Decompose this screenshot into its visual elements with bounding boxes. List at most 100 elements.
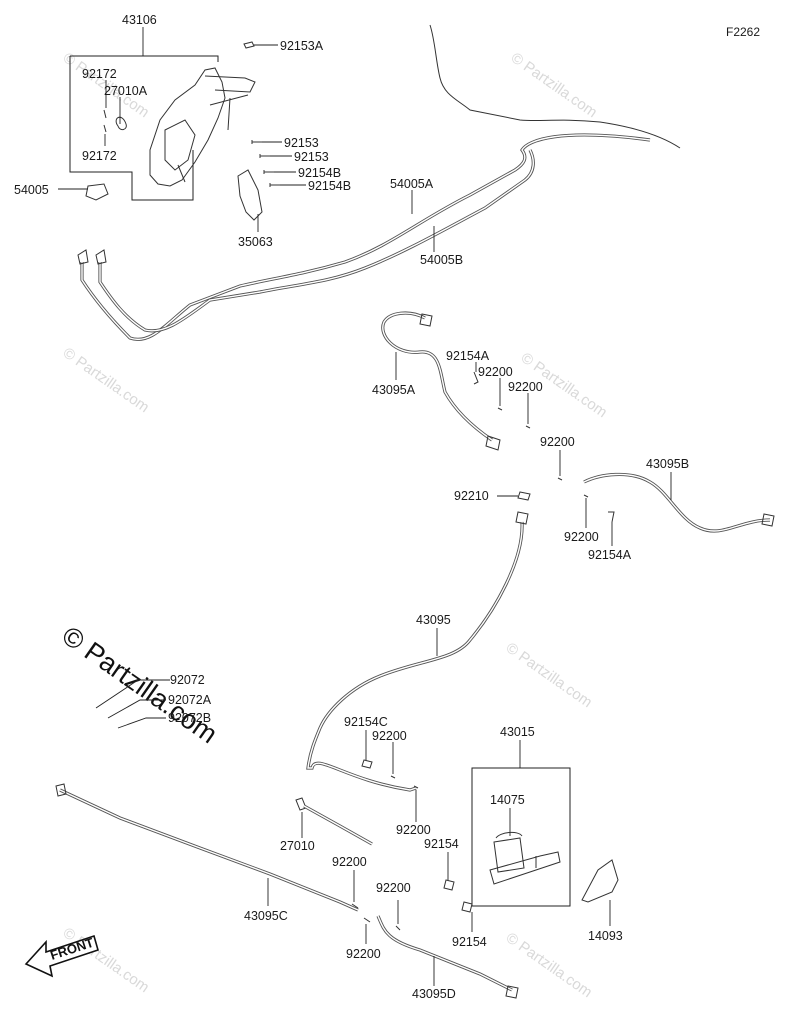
clamp-27010 [295, 797, 307, 811]
clip-set-92072 [95, 679, 170, 729]
tube-54005B-inner [99, 149, 534, 332]
washer-92200-c [557, 477, 563, 481]
bolt-92153-2 [259, 154, 270, 158]
cover-35063 [237, 169, 263, 221]
label-43095D: 43095D [412, 987, 456, 1001]
label-92072: 92072 [170, 673, 205, 687]
label-43095: 43095 [416, 613, 451, 627]
figure-code: F2262 [726, 25, 760, 39]
watermark-text: © Partzilla.com [503, 929, 596, 1001]
bolt-92210 [517, 491, 531, 501]
label-92200-f: 92200 [396, 823, 431, 837]
tube-54005A-inner [81, 134, 651, 341]
hose-43095D [376, 915, 513, 992]
washer-92200-a [497, 407, 503, 411]
label-92153A: 92153A [280, 39, 324, 53]
hose-43095B-group [497, 450, 775, 546]
tube-upper-loop [429, 24, 681, 149]
fitting-43095B [761, 513, 775, 527]
label-92172-bot: 92172 [82, 149, 117, 163]
tube-54005A [80, 133, 651, 341]
watermark-text: © Partzilla.com [503, 639, 596, 711]
front-arrow-shape [24, 934, 99, 978]
label-92154: 92154 [424, 837, 459, 851]
label-92200-a: 92200 [478, 365, 513, 379]
hose-43095D-inner [377, 915, 513, 991]
bolt-92154B-1 [263, 170, 274, 174]
washer-92200-b [525, 425, 531, 429]
assembly-box-43015 [471, 767, 571, 907]
reservoir-bracket [177, 75, 256, 183]
brake-tubes-upper [77, 24, 681, 341]
label-14093: 14093 [588, 929, 623, 943]
label-92200-h: 92200 [376, 881, 411, 895]
watermark-text: © Partzilla.com [60, 924, 153, 996]
bolt-92154C [361, 759, 373, 769]
clamp-27010A [115, 116, 127, 131]
label-92154B-2: 92154B [308, 179, 351, 193]
label-43095B: 43095B [646, 457, 689, 471]
washer-92200-g [351, 903, 359, 909]
master-cylinder-group [471, 740, 619, 926]
label-92154A-top: 92154A [446, 349, 490, 363]
fitting-43095C [55, 783, 67, 797]
label-54005B: 54005B [420, 253, 463, 267]
lower-hoses [55, 783, 519, 999]
label-92154A-bot: 92154A [588, 548, 632, 562]
label-92200-e: 92200 [372, 729, 407, 743]
label-92153-1: 92153 [284, 136, 319, 150]
bolt-92153A [243, 41, 255, 49]
tube-43095-group [306, 511, 529, 792]
label-92072B: 92072B [168, 711, 211, 725]
label-92153-2: 92153 [294, 150, 329, 164]
washer-92200-h [395, 925, 401, 931]
bolt-92154A-bot [608, 511, 615, 523]
label-92172-top: 92172 [82, 67, 117, 81]
bolt-92154A-top [473, 371, 479, 385]
washer-92200-d [583, 494, 589, 498]
clip-92172 [103, 109, 107, 133]
label-92200-c: 92200 [540, 435, 575, 449]
label-92154-b: 92154 [452, 935, 487, 949]
washer-92200-f [413, 785, 419, 789]
fitting-ends [77, 249, 107, 265]
label-54005A: 54005A [390, 177, 434, 191]
label-92210: 92210 [454, 489, 489, 503]
label-92072A: 92072A [168, 693, 212, 707]
label-27010A: 27010A [104, 84, 148, 98]
label-43095A: 43095A [372, 383, 416, 397]
label-54005: 54005 [14, 183, 49, 197]
reservoir-14075 [493, 831, 525, 873]
hose-27010-inner [303, 805, 373, 845]
label-92154B-1: 92154B [298, 166, 341, 180]
tube-43095 [306, 521, 524, 792]
bolt-92154 [443, 879, 455, 891]
leader-92072A [107, 699, 166, 719]
label-43015: 43015 [500, 725, 535, 739]
hose-43095A-inner [382, 312, 493, 441]
label-92154C: 92154C [344, 715, 388, 729]
part-labels: 43106 92153A 92172 27010A 92172 92153 92… [14, 13, 689, 1001]
reservoir-tank [149, 67, 226, 187]
bracket-14093 [581, 859, 619, 903]
fitting-43095D [505, 985, 519, 999]
label-27010: 27010 [280, 839, 315, 853]
label-92200-g: 92200 [332, 855, 367, 869]
tube-43095-inner [307, 521, 523, 791]
washer-92200-i [363, 917, 371, 923]
label-92200-j: 92200 [346, 947, 381, 961]
fitting-43095A [419, 313, 501, 451]
hose-43095B-inner [583, 473, 771, 532]
label-35063: 35063 [238, 235, 273, 249]
leader-92072B [117, 717, 166, 729]
label-14075: 14075 [490, 793, 525, 807]
clamp-54005 [85, 183, 109, 201]
bolt-92154B-2 [269, 183, 280, 187]
label-43095C: 43095C [244, 909, 288, 923]
washer-92200-e [390, 775, 396, 779]
reservoir-assembly [69, 27, 278, 201]
label-43106: 43106 [122, 13, 157, 27]
rod-43095C-inner [59, 789, 359, 911]
label-92200-d: 92200 [564, 530, 599, 544]
